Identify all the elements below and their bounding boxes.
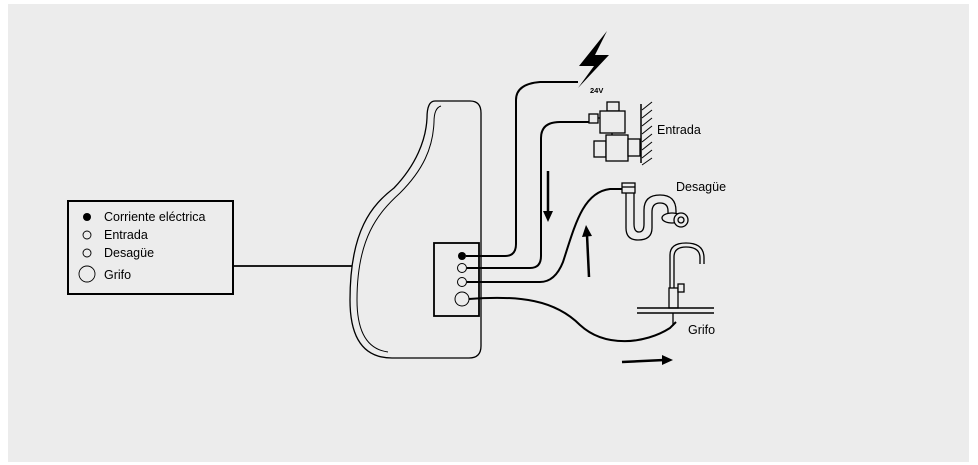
legend-item-inlet: Entrada (104, 228, 148, 242)
tubes (466, 81, 677, 343)
voltage-label: 24V (590, 86, 603, 95)
legend-item-tap: Grifo (104, 268, 131, 282)
flow-arrows (543, 171, 673, 365)
filled-dot-icon (83, 213, 91, 221)
up-arrow-shaft (585, 234, 591, 278)
legend-item-power: Corriente eléctrica (104, 210, 205, 224)
lightning-icon (578, 31, 609, 88)
inlet-valve (588, 101, 641, 162)
legend: Corriente eléctrica Entrada Desagüe Grif… (67, 200, 234, 295)
drain-tube (467, 188, 627, 283)
connection-panel (433, 242, 480, 317)
installation-diagram: Corriente eléctrica Entrada Desagüe Grif… (67, 31, 726, 365)
wall-hatch (640, 101, 653, 166)
inlet-port-icon (457, 263, 467, 273)
diagram-canvas: Corriente eléctrica Entrada Desagüe Grif… (8, 4, 969, 462)
tap-tube (468, 296, 677, 343)
inlet-tube (467, 121, 594, 269)
tap-label: Grifo (688, 323, 715, 337)
unit-body-outline (349, 100, 482, 359)
power-cable (466, 81, 578, 257)
drain-port-icon (457, 277, 467, 287)
small-circle-icon (82, 248, 92, 258)
up-arrow-icon (582, 225, 592, 237)
water-unit (349, 100, 482, 359)
unit-body-inner-edge (356, 105, 442, 353)
faucet (637, 242, 714, 326)
legend-frame (67, 200, 234, 295)
right-arrow-shaft (621, 358, 665, 364)
legend-item-drain: Desagüe (104, 246, 154, 260)
down-arrow-icon (543, 211, 553, 222)
power-port-icon (458, 252, 466, 260)
large-circle-icon (78, 265, 96, 283)
drain-siphon (621, 182, 689, 241)
small-circle-icon (82, 230, 92, 240)
right-arrow-icon (662, 355, 673, 365)
inlet-label: Entrada (657, 123, 701, 137)
drain-label: Desagüe (676, 180, 726, 194)
